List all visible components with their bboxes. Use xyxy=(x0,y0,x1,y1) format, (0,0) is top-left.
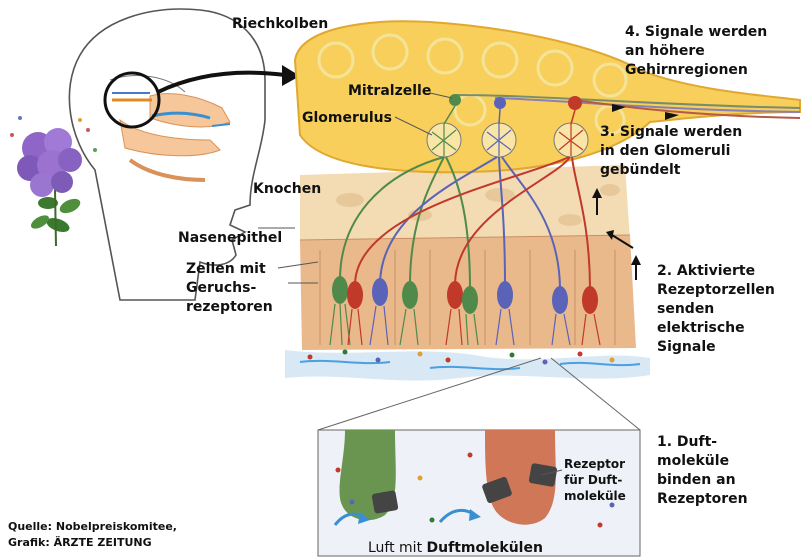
label-zellen-line2: Geruchs- xyxy=(186,280,256,296)
step3-line3: gebündelt xyxy=(600,162,681,178)
step1-line1: 1. Duft- xyxy=(657,434,717,450)
label-riechkolben: Riechkolben xyxy=(232,16,328,32)
source-line2: Grafik: ÄRZTE ZEITUNG xyxy=(8,535,152,549)
step3-line2: in den Glomeruli xyxy=(600,143,730,159)
step4-line1: 4. Signale werden xyxy=(625,24,767,40)
source-credit: Quelle: Nobelpreiskomitee, Grafik: ÄRZTE… xyxy=(8,520,177,549)
label-mitralzelle: Mitralzelle xyxy=(348,83,431,99)
head-illustration xyxy=(69,9,265,300)
label-rezeptor-line1: Rezeptor xyxy=(564,457,625,471)
step2-line2: Rezeptorzellen xyxy=(657,282,775,298)
step2-line3: senden xyxy=(657,301,714,317)
label-zellen-line3: rezeptoren xyxy=(186,299,273,315)
source-line1: Quelle: Nobelpreiskomitee, xyxy=(8,520,177,533)
glomeruli xyxy=(427,123,588,157)
label-knochen: Knochen xyxy=(253,181,321,197)
step4-line3: Gehirnregionen xyxy=(625,62,748,78)
step2-line4: elektrische xyxy=(657,320,745,336)
label-rezeptor-line2: für Duft- xyxy=(564,473,622,487)
step3-line1: 3. Signale werden xyxy=(600,124,742,140)
label-glomerulus: Glomerulus xyxy=(302,110,392,126)
step2-line1: 2. Aktivierte xyxy=(657,263,755,279)
label-nasenepithel: Nasenepithel xyxy=(178,230,282,246)
step1-line3: binden an xyxy=(657,472,736,488)
step2-line5: Signale xyxy=(657,339,716,355)
label-rezeptor-line3: moleküle xyxy=(564,489,626,503)
step1-line2: moleküle xyxy=(657,453,729,469)
step4-line2: an höhere xyxy=(625,43,705,59)
label-luft: Luft mit Duftmolekülen xyxy=(368,540,543,556)
step1-line4: Rezeptoren xyxy=(657,491,748,507)
label-zellen-line1: Zellen mit xyxy=(186,261,266,277)
